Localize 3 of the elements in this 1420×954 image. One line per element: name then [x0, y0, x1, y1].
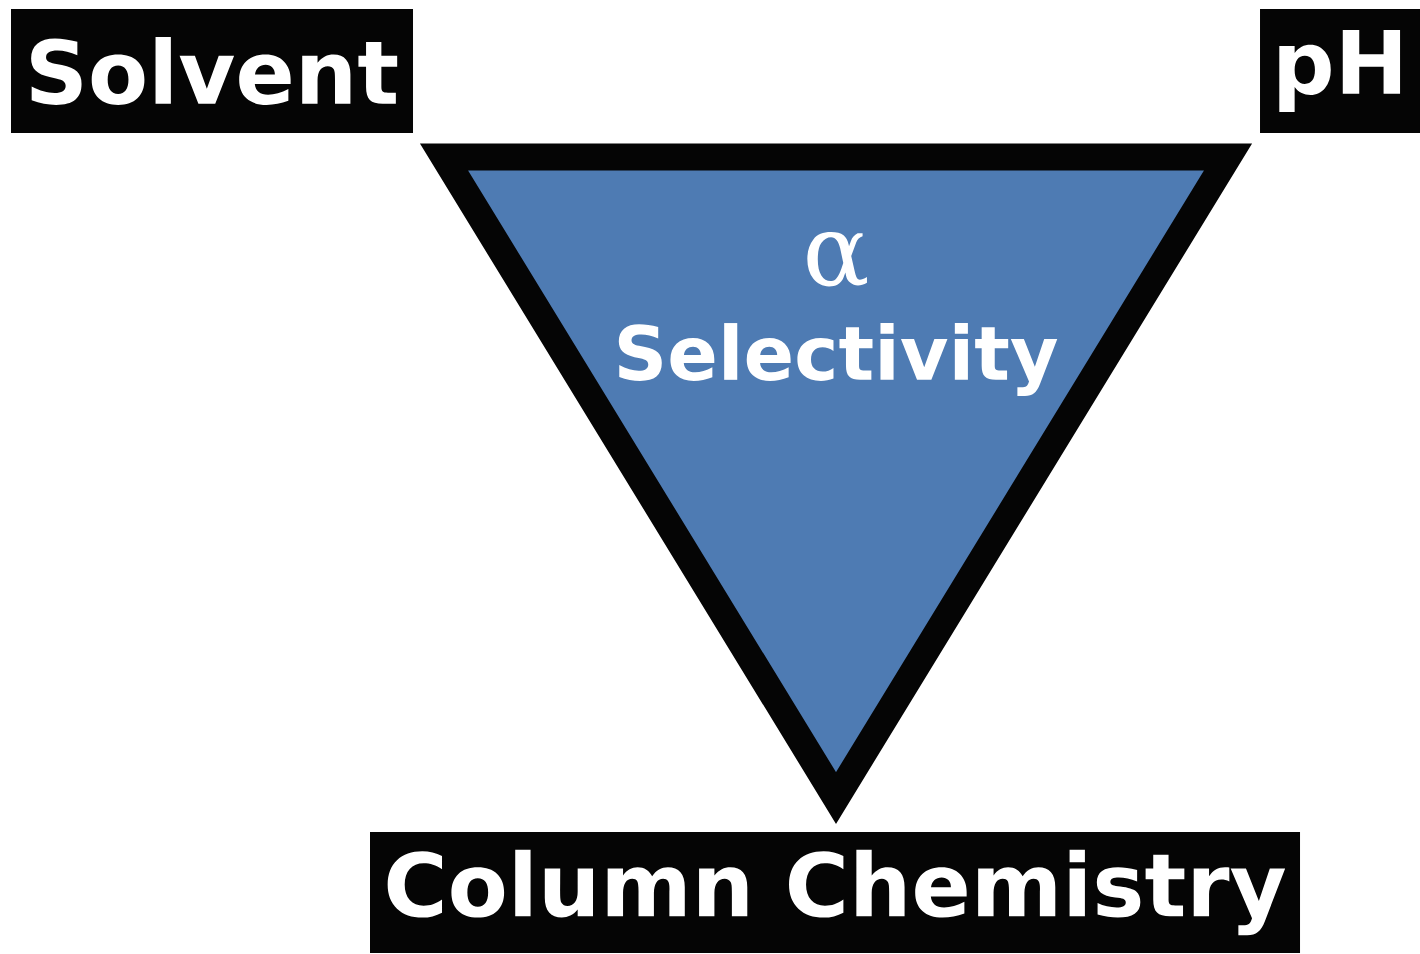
label-box: Column Chemistry	[370, 832, 1300, 953]
label-box: pH	[1260, 9, 1420, 133]
label-box: Solvent	[11, 9, 413, 133]
